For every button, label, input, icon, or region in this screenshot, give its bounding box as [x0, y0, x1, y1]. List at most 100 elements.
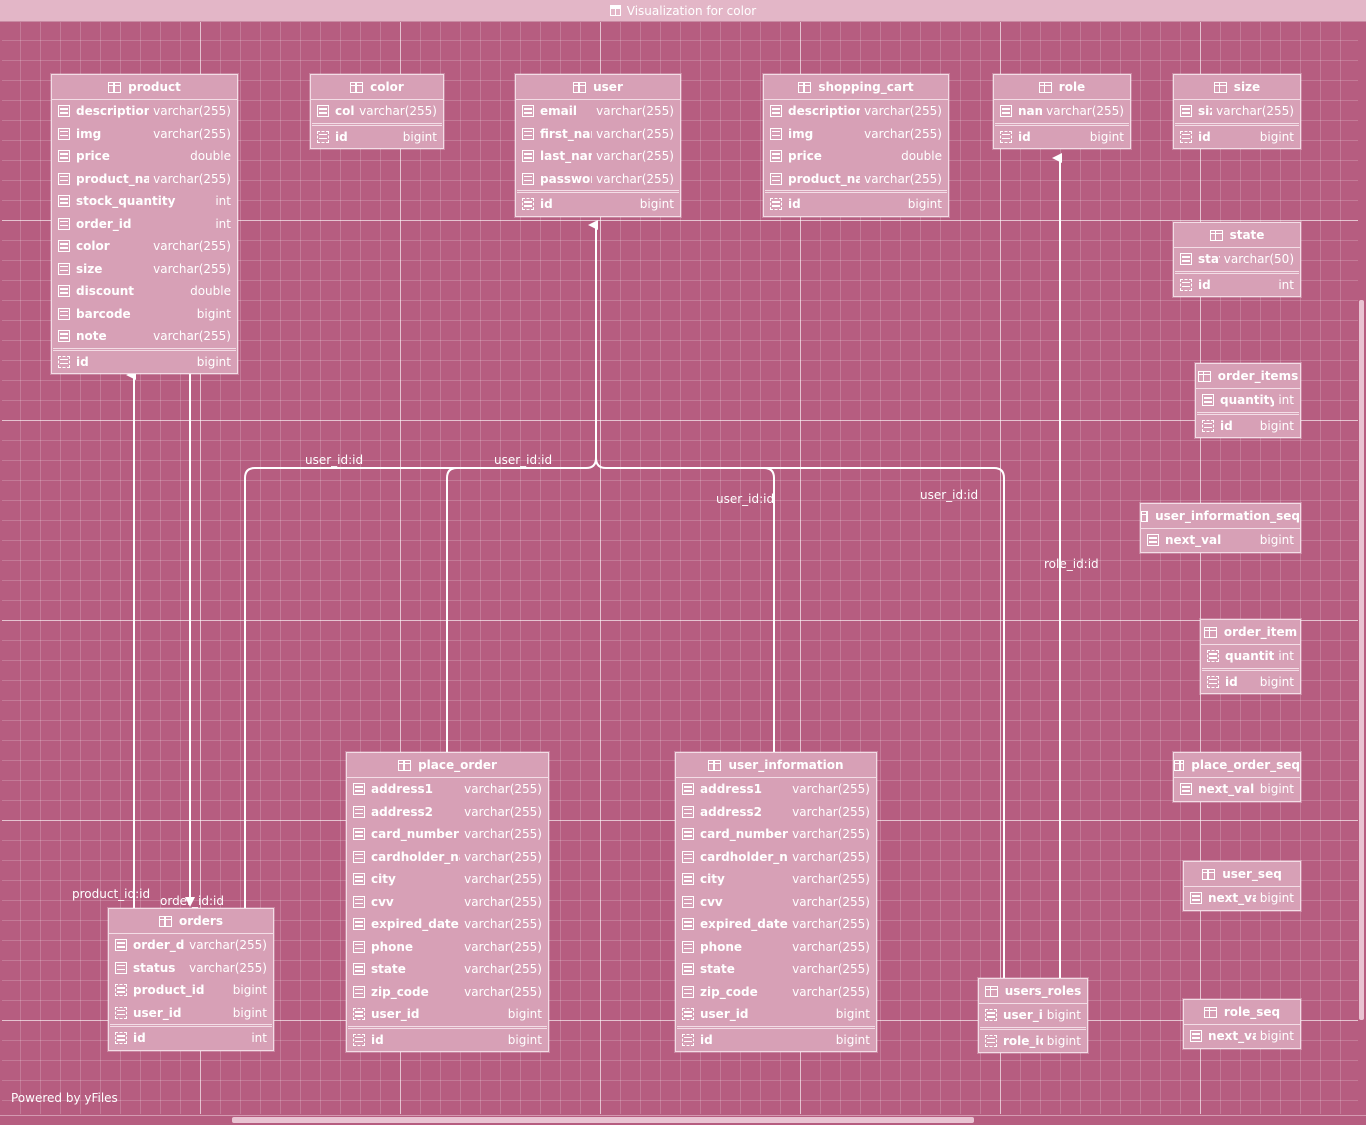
- table-header: user_information_seq: [1141, 504, 1300, 529]
- column-row[interactable]: first_namevarchar(255): [516, 123, 680, 146]
- table-user[interactable]: useremailvarchar(255)first_namevarchar(2…: [515, 74, 681, 217]
- column-row[interactable]: cardholder_namevarchar(255): [347, 846, 548, 869]
- column-type: bigint: [232, 983, 267, 998]
- edge-label-place-order-user-id: user_id:id: [494, 453, 553, 467]
- column-row[interactable]: product_namevarchar(255): [52, 168, 237, 191]
- key-column-icon: [1207, 650, 1219, 663]
- column-icon: [682, 895, 694, 908]
- column-row[interactable]: cardholder_namevarchar(255): [676, 846, 876, 869]
- key-separator: [1175, 270, 1299, 274]
- table-orders[interactable]: ordersorder_datevarchar(255)statusvarcha…: [108, 908, 274, 1051]
- column-type: bigint: [196, 354, 231, 369]
- column-row[interactable]: passwordvarchar(255): [516, 168, 680, 191]
- column-row[interactable]: product_namevarchar(255): [764, 168, 948, 191]
- vertical-scrollbar[interactable]: [1359, 300, 1364, 1020]
- column-icon: [353, 850, 365, 863]
- edge-label-orders-user-id: user_id:id: [305, 453, 364, 467]
- column-row[interactable]: last_namevarchar(255): [516, 145, 680, 168]
- column-name: product_name: [76, 171, 150, 186]
- column-type: bigint: [835, 1007, 870, 1022]
- table-order-item[interactable]: order_itemquantityintidbigint: [1200, 619, 1301, 694]
- column-row[interactable]: namevarchar(255): [994, 100, 1130, 123]
- horizontal-scrollbar[interactable]: [232, 1117, 974, 1123]
- column-name: id: [788, 197, 801, 212]
